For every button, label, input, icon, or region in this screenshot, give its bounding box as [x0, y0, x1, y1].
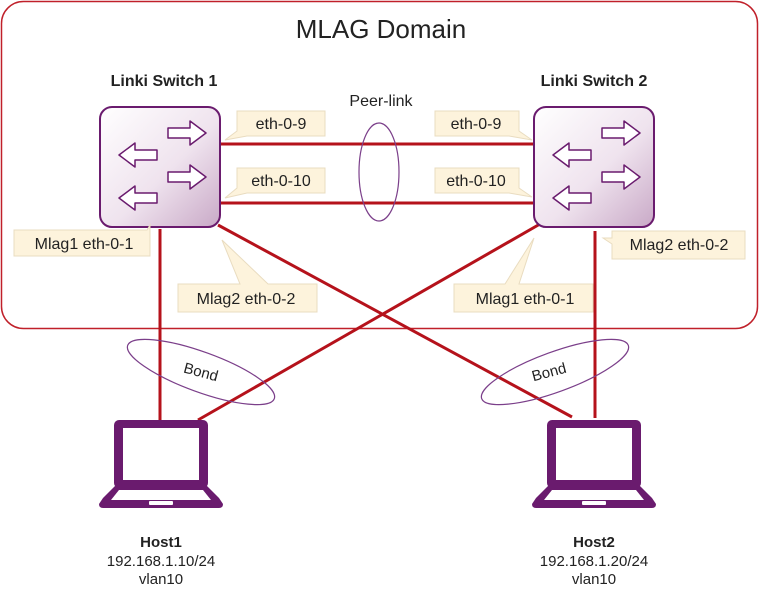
- callout-text: Mlag2 eth-0-2: [197, 291, 296, 308]
- mlag-domain-title: MLAG Domain: [296, 14, 467, 44]
- laptop-icon: [532, 420, 656, 508]
- host-2-name: Host2: [573, 534, 615, 551]
- bond-label-host1: Bond: [182, 360, 220, 385]
- host-1: Host1 192.168.1.10/24 vlan10: [99, 420, 223, 588]
- callout-sw1-mlag2: Mlag2 eth-0-2: [177, 239, 318, 313]
- callout-text: Mlag1 eth-0-1: [35, 236, 134, 253]
- switch-1-name: Linki Switch 1: [111, 73, 218, 90]
- peer-link-label: Peer-link: [349, 93, 413, 110]
- callout-sw2-eth10: eth-0-10: [434, 167, 533, 198]
- callout-sw1-eth10: eth-0-10: [224, 167, 326, 199]
- callout-sw2-mlag2: Mlag2 eth-0-2: [601, 230, 746, 260]
- host-1-ip: 192.168.1.10/24: [107, 553, 215, 570]
- link-sw2-host1: [197, 222, 541, 422]
- callout-text: eth-0-9: [451, 116, 502, 133]
- callout-sw1-mlag1: Mlag1 eth-0-1: [13, 223, 151, 257]
- host-1-name: Host1: [140, 534, 182, 551]
- callout-sw2-eth9: eth-0-9: [434, 110, 533, 141]
- bond-label-host2: Bond: [530, 360, 568, 385]
- callout-sw1-eth9: eth-0-9: [224, 110, 326, 141]
- bond-ellipse-host2: [480, 338, 630, 406]
- switch-2: Linki Switch 2: [533, 73, 655, 228]
- host-2: Host2 192.168.1.20/24 vlan10: [532, 420, 656, 588]
- links: [158, 142, 597, 422]
- host-2-vlan: vlan10: [572, 571, 616, 588]
- bond-ellipse-host1: [126, 338, 276, 406]
- switch-1-box: [99, 106, 221, 228]
- peer-link-ellipse: [358, 122, 400, 222]
- host-1-vlan: vlan10: [139, 571, 183, 588]
- switch-1: Linki Switch 1: [99, 73, 221, 228]
- callout-text: eth-0-10: [446, 173, 506, 190]
- mlag-domain-frame: [0, 0, 759, 330]
- host-2-ip: 192.168.1.20/24: [540, 553, 648, 570]
- callout-text: eth-0-9: [256, 116, 307, 133]
- callout-sw2-mlag1: Mlag1 eth-0-1: [453, 237, 594, 313]
- switch-2-box: [533, 106, 655, 228]
- callout-text: eth-0-10: [251, 173, 311, 190]
- switch-2-name: Linki Switch 2: [541, 73, 648, 90]
- callout-text: Mlag1 eth-0-1: [476, 291, 575, 308]
- laptop-icon: [99, 420, 223, 508]
- callout-text: Mlag2 eth-0-2: [630, 237, 729, 254]
- link-sw1-host2: [217, 223, 573, 419]
